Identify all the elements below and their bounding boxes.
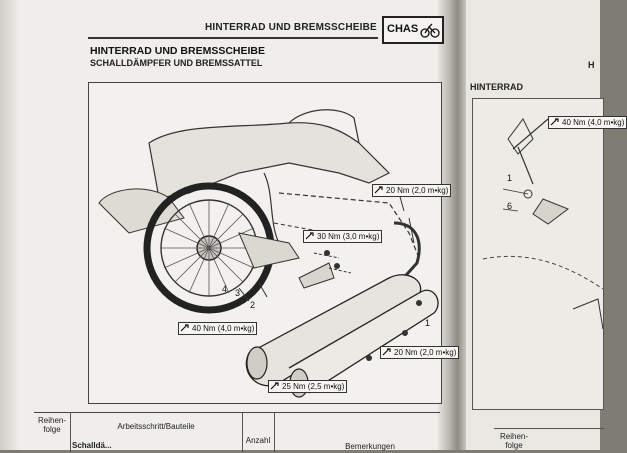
right-table-header-order: Reihen-folge xyxy=(499,432,528,450)
torque-spec-label: 40 Nm (4,0 m•kg) xyxy=(178,322,258,335)
table-divider xyxy=(70,412,71,452)
table-header-work-step: Arbeitsschritt/Bauteile xyxy=(117,422,195,431)
bicycle-wrench-icon xyxy=(420,23,440,38)
right-page-corner-label: H xyxy=(588,60,595,70)
running-title: HINTERRAD UND BREMSSCHEIBE xyxy=(205,22,377,33)
torque-spec-label: 20 Nm (2,0 m•kg) xyxy=(380,346,460,359)
page-edge-shadow xyxy=(0,0,20,450)
table-header-quantity: Anzahl xyxy=(245,436,271,445)
exploded-diagram xyxy=(88,82,442,404)
callout-number: 2 xyxy=(250,300,256,310)
right-exploded-diagram xyxy=(472,98,604,410)
wrench-icon xyxy=(550,118,559,126)
torque-spec-label: 30 Nm (3,0 m•kg) xyxy=(303,230,383,243)
table-divider xyxy=(274,412,275,452)
table-first-cell: Schalldä... xyxy=(72,441,112,450)
wrench-icon xyxy=(305,232,314,240)
wrench-icon xyxy=(374,186,383,194)
chapter-tab: CHAS xyxy=(382,16,444,44)
wrench-icon xyxy=(382,348,391,356)
section-title: HINTERRAD UND BREMSSCHEIBE xyxy=(90,45,266,57)
wheel-axle-drawing xyxy=(482,118,604,330)
callout-number: 1 xyxy=(425,318,431,328)
callout-number: 6 xyxy=(507,201,513,211)
motorcycle-drawing xyxy=(98,109,439,398)
header-rule xyxy=(88,37,378,39)
wrench-icon xyxy=(180,324,189,332)
wrench-icon xyxy=(270,382,279,390)
table-header-order: Reihen-folge xyxy=(37,416,66,434)
right-section-title: HINTERRAD xyxy=(470,82,523,92)
callout-number: 1 xyxy=(507,173,513,183)
table-header-remarks: Bemerkungen xyxy=(345,442,395,451)
callout-number: 4 xyxy=(222,284,228,294)
torque-spec-label: 40 Nm (4,0 m•kg) xyxy=(548,116,627,129)
parts-table-header xyxy=(34,412,440,453)
table-divider xyxy=(242,412,243,452)
right-parts-table-header xyxy=(494,428,604,453)
torque-spec-label: 25 Nm (2,5 m•kg) xyxy=(268,380,348,393)
chapter-tab-label: CHAS xyxy=(387,23,419,35)
section-subtitle: SCHALLDÄMPFER UND BREMSSATTEL xyxy=(90,58,263,68)
callout-number: 3 xyxy=(235,288,241,298)
torque-spec-label: 20 Nm (2,0 m•kg) xyxy=(372,184,452,197)
book-gutter xyxy=(438,0,466,450)
